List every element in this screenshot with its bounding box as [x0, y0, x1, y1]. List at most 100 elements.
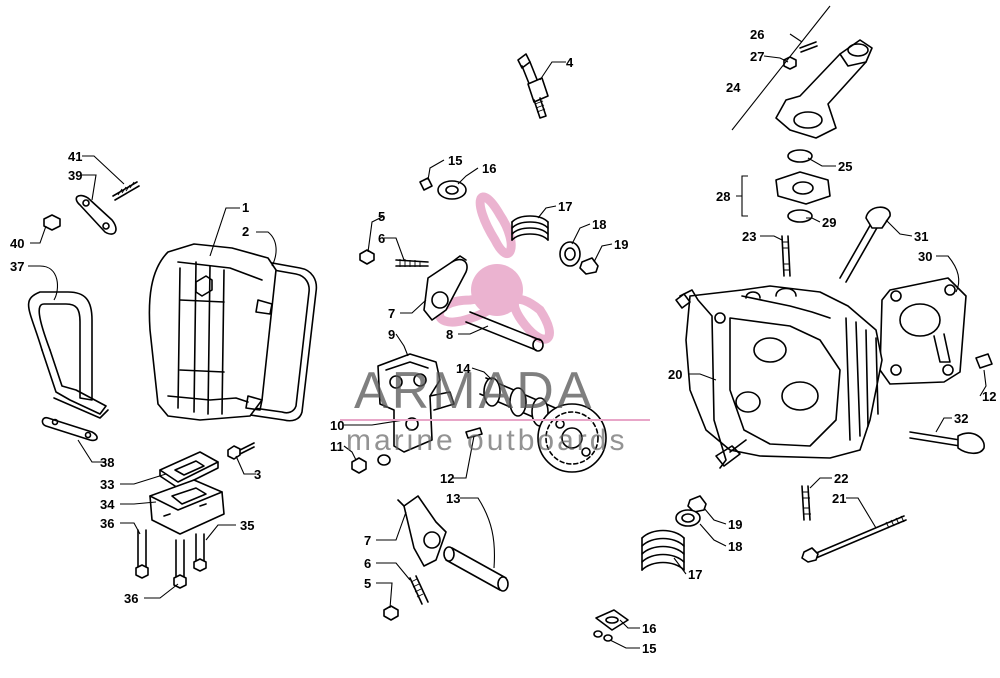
bolt-21 [801, 515, 907, 563]
spark-plug-4 [517, 53, 549, 119]
callout-9: 9 [388, 327, 395, 342]
callout-6-bottom: 6 [364, 556, 371, 571]
gasket-39 [75, 194, 117, 235]
nut-5-bottom [383, 605, 399, 621]
callout-33: 33 [100, 477, 114, 492]
stud-22 [801, 485, 811, 521]
callout-labels: 1 2 3 4 5 6 7 8 9 10 11 12 12 13 14 15 1… [10, 27, 996, 656]
callout-13: 13 [446, 491, 460, 506]
callout-15-top: 15 [448, 153, 462, 168]
callout-36b: 36 [124, 591, 138, 606]
callout-17-bottom: 17 [688, 567, 702, 582]
leader-lines [28, 33, 987, 649]
callout-19-bottom: 19 [728, 517, 742, 532]
screw-6-bottom [409, 575, 429, 605]
callout-18-top: 18 [592, 217, 606, 232]
cylinder-head-20 [675, 285, 883, 469]
retainer-16-top [437, 180, 467, 200]
callout-19-top: 19 [614, 237, 628, 252]
cam-holder-9 [377, 353, 455, 453]
callout-16-top: 16 [482, 161, 496, 176]
callout-18-bottom: 18 [728, 539, 742, 554]
callout-17-top: 17 [558, 199, 572, 214]
bolt-36a [135, 529, 149, 579]
bracket-24 [731, 5, 831, 131]
breather-pipe-37 [27, 291, 109, 419]
nut-40 [43, 214, 61, 231]
callout-40: 40 [10, 236, 24, 251]
callout-12-right: 12 [982, 389, 996, 404]
keeper-15-bottom [593, 630, 613, 642]
callout-32: 32 [954, 411, 968, 426]
callout-22: 22 [834, 471, 848, 486]
callout-10: 10 [330, 418, 344, 433]
rocker-shaft-8 [465, 311, 544, 352]
valve-32 [909, 431, 985, 455]
retainer-16-bottom [595, 609, 629, 631]
dowel-12-center [465, 427, 483, 439]
bracket-28 [736, 175, 748, 217]
callout-24: 24 [726, 80, 741, 95]
callout-1: 1 [242, 200, 249, 215]
callout-5-bottom: 5 [364, 576, 371, 591]
screw-6-top [395, 259, 429, 267]
stud-23 [781, 235, 791, 277]
spacer-28 [775, 171, 831, 205]
watermark-tagline: marine outboards [346, 424, 627, 457]
rocker-arm-7-top [423, 255, 468, 321]
housing-34 [149, 479, 225, 535]
callout-15-bottom: 15 [642, 641, 656, 656]
nut-27 [783, 56, 797, 70]
valve-spring-17-bottom [641, 529, 685, 571]
rocker-arm-7-bottom [397, 495, 447, 567]
watermark-brand: ARMADA [354, 362, 594, 420]
callout-6-top: 6 [378, 231, 385, 246]
callout-16-bottom: 16 [642, 621, 656, 636]
callout-28: 28 [716, 189, 730, 204]
valve-seal-19-bottom [687, 495, 707, 513]
callout-25: 25 [838, 159, 852, 174]
callout-41: 41 [68, 149, 82, 164]
callout-4: 4 [566, 55, 574, 70]
nut-5-top [359, 249, 375, 265]
callout-39: 39 [68, 168, 82, 183]
callout-11: 11 [330, 439, 344, 454]
callout-20: 20 [668, 367, 682, 382]
intake-pipe-24 [775, 39, 873, 139]
callout-27: 27 [750, 49, 764, 64]
callout-29: 29 [822, 215, 836, 230]
callout-5-top: 5 [378, 209, 385, 224]
valve-seal-19-top [579, 257, 599, 275]
gasket-38 [41, 416, 98, 442]
bolt-35 [193, 533, 207, 572]
callout-34: 34 [100, 497, 115, 512]
bolt-3 [227, 442, 255, 460]
head-gasket-30 [879, 277, 967, 385]
valve-31 [839, 206, 891, 283]
callout-7-top: 7 [388, 306, 395, 321]
callout-26: 26 [750, 27, 764, 42]
valve-spring-17-top [511, 215, 549, 241]
o-ring-25 [787, 149, 813, 163]
watermark: ARMADA marine outboards [340, 362, 650, 457]
callout-30: 30 [918, 249, 932, 264]
spring-seat-18-top [559, 241, 581, 267]
callout-8: 8 [446, 327, 453, 342]
bolt-26 [799, 41, 818, 53]
stud-41 [112, 181, 140, 201]
callout-38: 38 [100, 455, 114, 470]
callout-37: 37 [10, 259, 24, 274]
dowel-12-right [975, 353, 993, 369]
spring-seat-18-bottom [675, 509, 701, 527]
callout-31: 31 [914, 229, 928, 244]
callout-21: 21 [832, 491, 846, 506]
head-cover-1 [148, 243, 277, 421]
bolt-36b [173, 539, 187, 589]
keeper-15-top [419, 177, 433, 191]
callout-12-center: 12 [440, 471, 454, 486]
rocker-shaft-13 [443, 546, 509, 592]
callout-23: 23 [742, 229, 756, 244]
callout-14: 14 [456, 361, 471, 376]
callout-36a: 36 [100, 516, 114, 531]
